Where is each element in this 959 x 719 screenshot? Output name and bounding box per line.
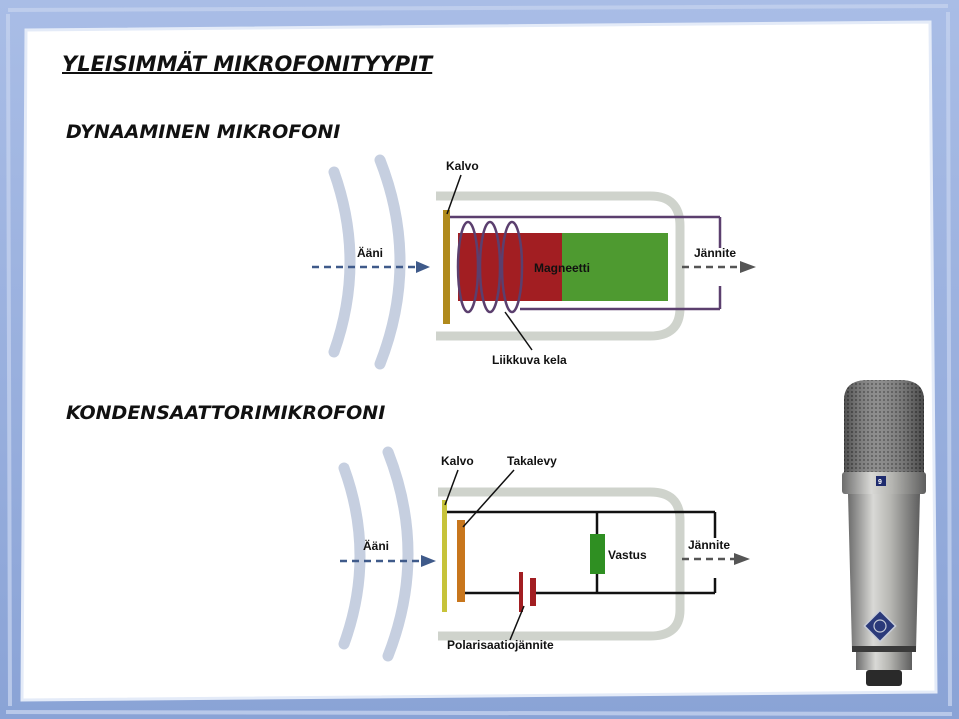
cond-sound-label: Ääni: [363, 538, 389, 553]
cond-voltage-label: Jännite: [688, 538, 730, 552]
dynamic-diaphragm: [443, 210, 450, 324]
resistor: [590, 534, 605, 574]
magnet-green-part: [562, 233, 668, 301]
sound-arrow-head: [416, 261, 430, 273]
backplate-label: Takalevy: [507, 454, 557, 468]
backplate: [457, 520, 465, 602]
condenser-diaphragm: [442, 500, 447, 612]
mic-housing: [438, 487, 685, 641]
dyn-sound-label: Ääni: [357, 245, 383, 260]
diaphragm-leader: [446, 174, 462, 215]
svg-text:9: 9: [878, 479, 882, 486]
studio-microphone-icon: 9: [842, 380, 926, 686]
battery-leader: [509, 605, 525, 641]
polarization-label: Polarisaatiojännite: [447, 638, 554, 652]
sound-wave-2: [382, 446, 414, 662]
battery-short-plate: [530, 578, 536, 606]
resistor-label: Vastus: [608, 548, 647, 562]
dynamic-microphone-heading: DYNAAMINEN MIKROFONI: [66, 121, 341, 143]
page-title: YLEISIMMÄT MIKROFONITYYPIT: [62, 52, 433, 76]
voltage-arrow-head: [734, 553, 750, 565]
diaphragm-leader: [444, 469, 459, 506]
voltage-arrow-head: [740, 261, 756, 273]
sound-wave-2: [374, 154, 406, 370]
moving-coil: [450, 215, 722, 314]
mic-housing: [436, 191, 685, 341]
battery-long-plate: [519, 572, 523, 612]
sound-wave-1: [338, 462, 366, 650]
coil-leader: [504, 311, 533, 351]
cond-diaphragm-label: Kalvo: [441, 454, 474, 468]
coil-label: Liikkuva kela: [492, 353, 567, 367]
dyn-diaphragm-label: Kalvo: [446, 159, 479, 173]
magnet-label: Magneetti: [534, 261, 590, 275]
condenser-microphone-heading: KONDENSAATTORIMIKROFONI: [66, 402, 386, 424]
dyn-voltage-label: Jännite: [694, 246, 736, 260]
sound-wave-1: [328, 166, 356, 358]
backplate-leader: [462, 469, 515, 528]
condenser-circuit: [447, 510, 717, 595]
magnet-red-part: [458, 233, 562, 301]
sound-arrow-head: [421, 555, 436, 567]
